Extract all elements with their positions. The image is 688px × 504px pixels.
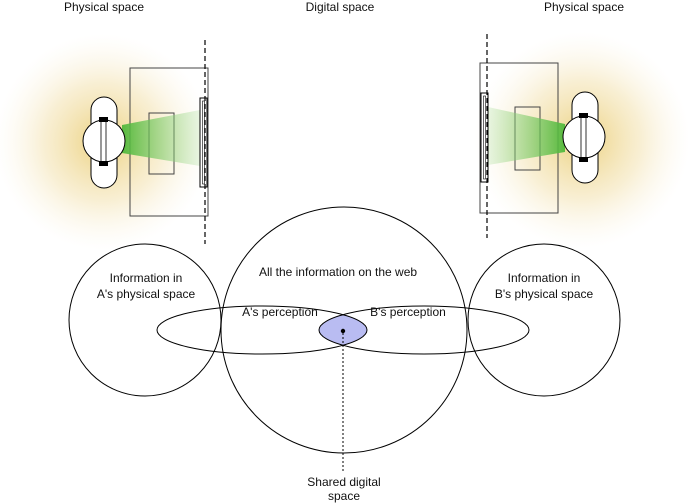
right-header: Physical space [544, 0, 624, 14]
person-a-scene [0, 34, 211, 250]
ellipse-a-perception [156, 305, 368, 355]
info-b-label-line1: Information in [508, 271, 581, 285]
a-perception-label: A's perception [242, 305, 318, 319]
left-header: Physical space [64, 0, 144, 14]
person-a-view-cone [122, 110, 200, 166]
b-perception-label: B's perception [370, 305, 446, 319]
info-a-label-line2: A's physical space [97, 287, 196, 301]
info-b-label-line2: B's physical space [495, 287, 594, 301]
person-b-monitor [480, 92, 489, 183]
shared-space-label-line2: space [328, 489, 360, 503]
shared-space-point [340, 328, 346, 334]
person-b-scene [474, 32, 688, 248]
person-b-glasses [580, 116, 587, 160]
circle-a-physical-info [68, 243, 222, 397]
circle-web-info [220, 206, 468, 454]
center-header: Digital space [306, 0, 375, 14]
person-a-glasses [100, 120, 107, 164]
person-a-monitor [199, 97, 208, 188]
ellipse-b-perception [318, 305, 530, 355]
web-info-label: All the information on the web [259, 265, 417, 279]
information-diagram [68, 206, 621, 472]
person-b-view-cone [488, 107, 565, 165]
shared-space-label-line1: Shared digital [307, 475, 380, 489]
info-a-label-line1: Information in [110, 271, 183, 285]
circle-b-physical-info [467, 243, 621, 397]
